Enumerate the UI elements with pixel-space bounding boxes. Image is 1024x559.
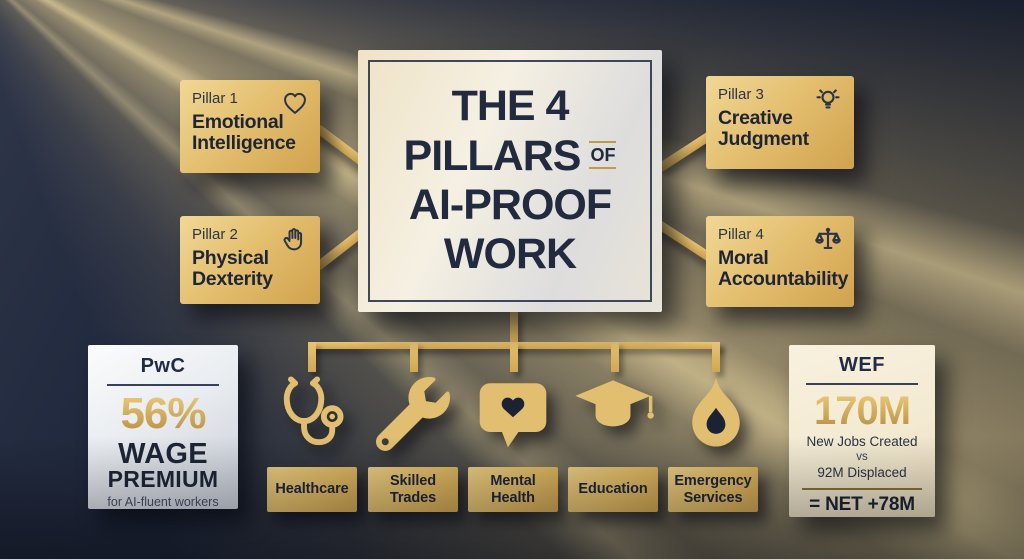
sector-label-emergency-services: Emergency Services (668, 467, 758, 512)
stat-source-wef: WEF (839, 354, 885, 376)
divider (107, 384, 219, 386)
stethoscope-icon (270, 371, 356, 457)
page-title-line2-main: PILLARS (403, 131, 582, 180)
connector-pillar-3 (653, 131, 713, 175)
stat-card-pwc: PwC 56% WAGE PREMIUM for AI-fluent worke… (88, 345, 238, 509)
pillar-card-1: Pillar 1 Emotional Intelligence (180, 80, 320, 173)
stat-card-wef: WEF 170M New Jobs Created vs 92M Displac… (789, 345, 935, 517)
stat-value-jobs: 170M (813, 389, 911, 433)
tree-stub-3 (510, 342, 518, 372)
stat-source-pwc: PwC (140, 355, 186, 377)
divider (806, 383, 918, 385)
tree-stub-4 (611, 342, 619, 372)
tree-stub-2 (410, 342, 418, 372)
tree-stub-5 (712, 342, 720, 372)
tree-stub-1 (308, 342, 316, 372)
page-title-line3: AI-PROOF (408, 181, 612, 229)
stat-value-wage-premium: 56% (120, 388, 206, 438)
pillar-card-4: Pillar 4 Moral Accountability (706, 216, 854, 307)
wrench-icon (370, 371, 456, 457)
page-title-line4: WORK (443, 230, 577, 279)
sector-label-skilled-trades: Skilled Trades (368, 467, 458, 512)
sector-label-education: Education (568, 467, 658, 512)
heart-icon (281, 89, 309, 122)
stat-detail-vs: vs (856, 450, 868, 463)
stat-label-wage: WAGE (118, 437, 208, 470)
graduation-cap-icon (570, 371, 656, 457)
stat-detail-displaced: 92M Displaced (817, 464, 907, 480)
hand-icon (281, 225, 309, 258)
flame-icon (673, 371, 759, 457)
pillar-card-3: Pillar 3 Creative Judgment (706, 76, 854, 169)
tree-stem (510, 310, 518, 346)
stat-detail-new-jobs: New Jobs Created (806, 434, 918, 449)
page-title-of: OF (589, 140, 617, 170)
stat-caption-ai-fluent: for AI-fluent workers (107, 495, 219, 509)
stat-label-premium: PREMIUM (107, 466, 219, 492)
connector-pillar-4 (653, 218, 713, 262)
divider-gold (802, 487, 922, 490)
chat-heart-icon (470, 371, 556, 457)
pillar-card-2: Pillar 2 Physical Dexterity (180, 216, 320, 304)
page-title-line1: THE 4 (451, 82, 570, 131)
scales-icon (813, 225, 843, 260)
sector-label-healthcare: Healthcare (267, 467, 357, 512)
stat-result-net: = NET +78M (809, 493, 915, 515)
sector-label-mental-health: Mental Health (468, 467, 558, 512)
lightbulb-icon (813, 85, 843, 120)
